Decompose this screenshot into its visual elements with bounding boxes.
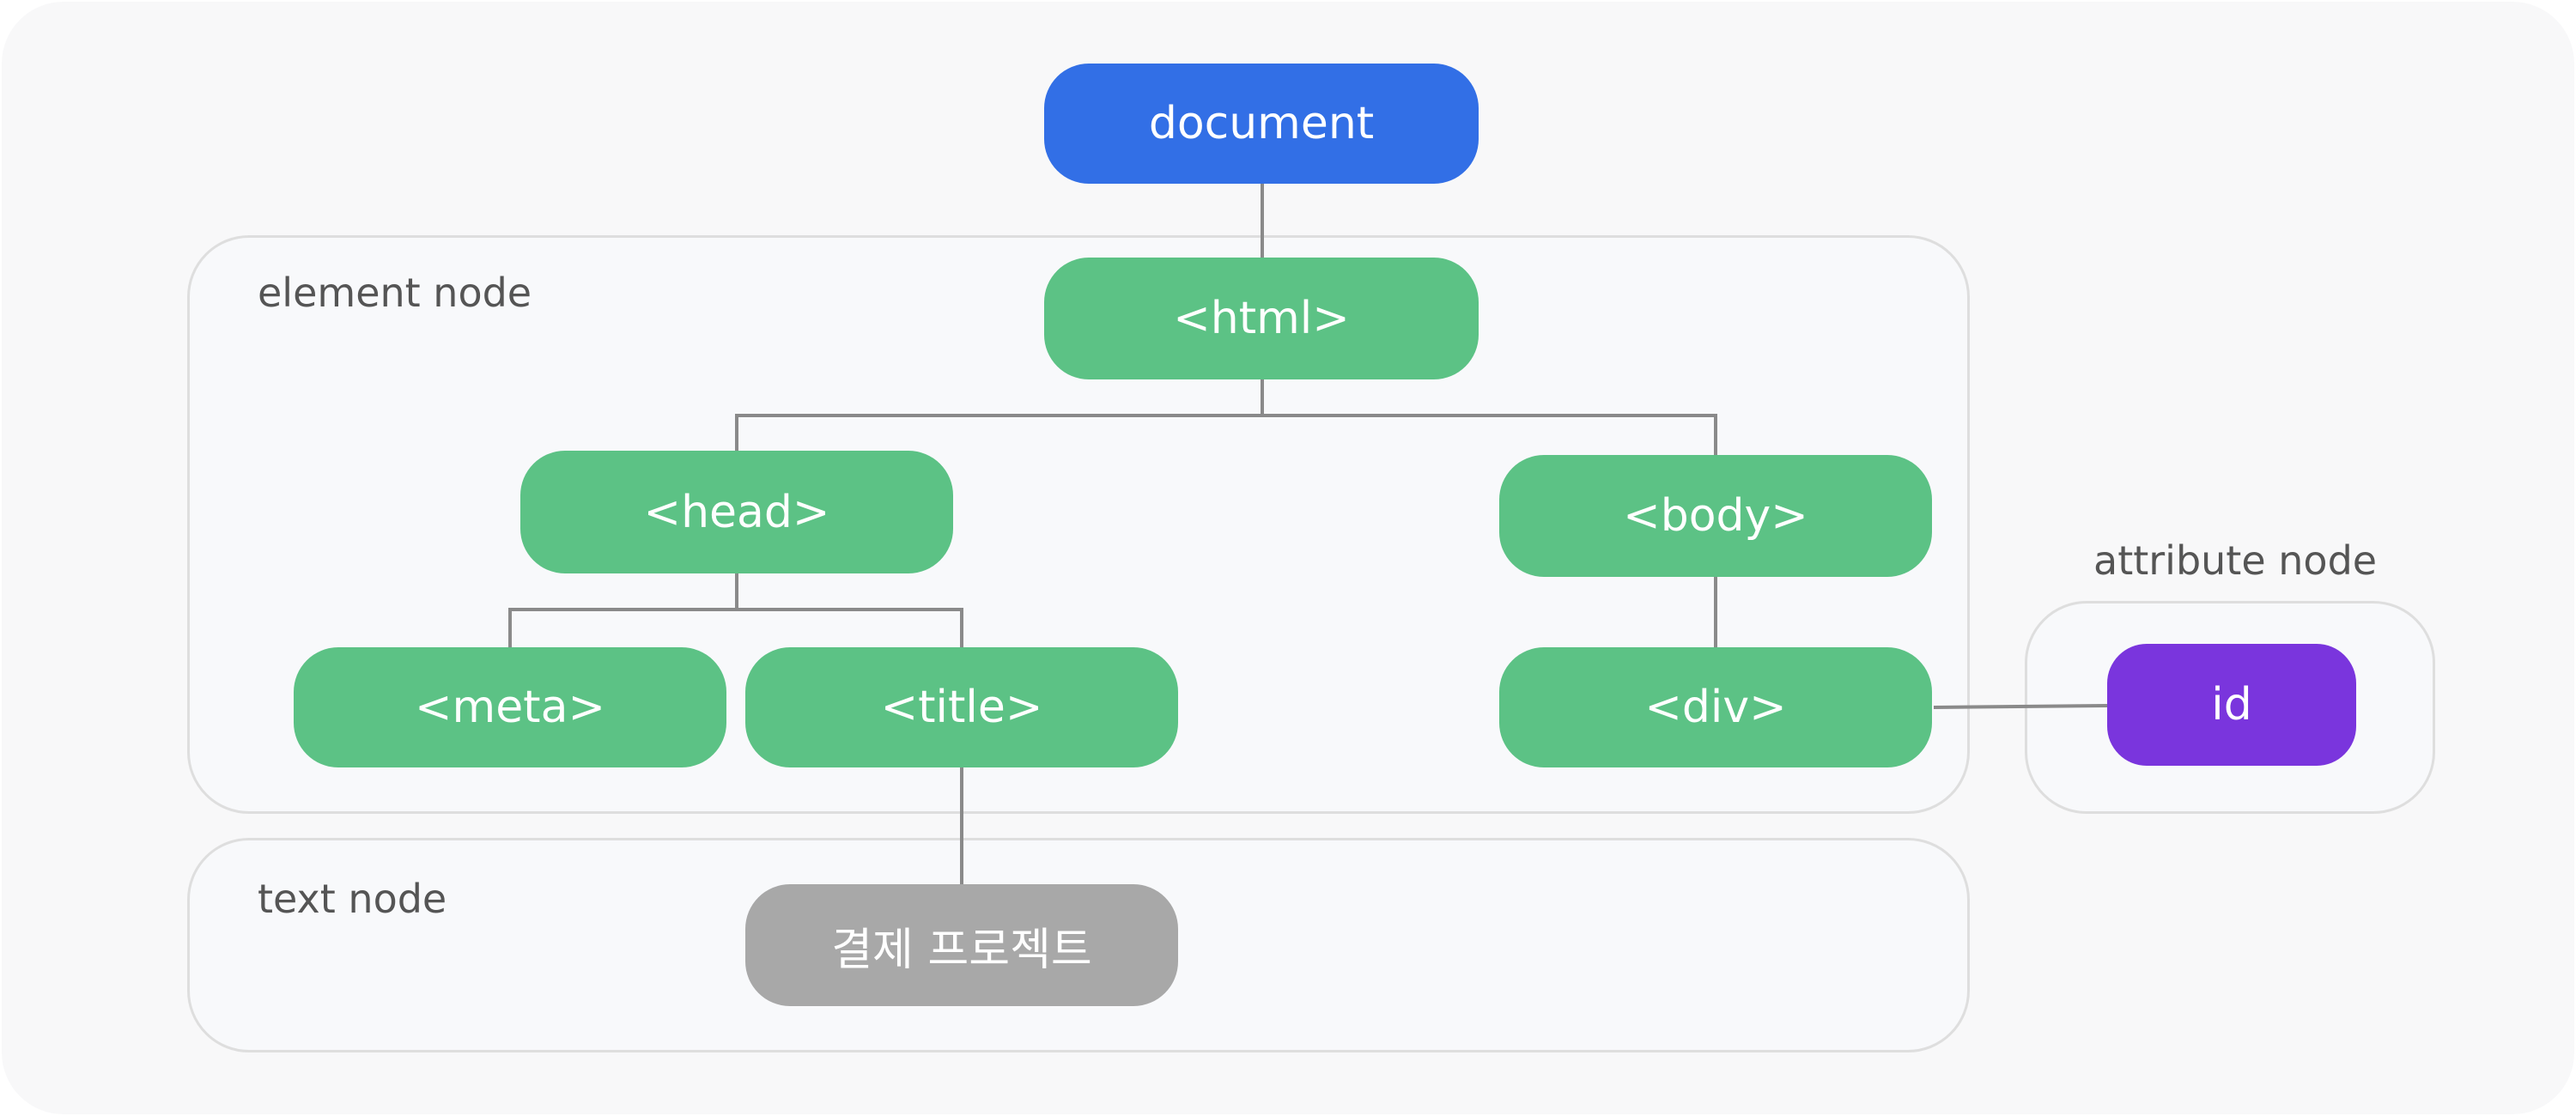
meta-node: <meta> xyxy=(294,647,726,767)
document-node: document xyxy=(1044,64,1479,184)
html-node: <html> xyxy=(1044,258,1479,379)
id-attribute-node: id xyxy=(2107,644,2356,766)
head-node: <head> xyxy=(520,451,953,573)
connector-html-children xyxy=(735,414,1717,455)
connector-head-children xyxy=(508,608,963,647)
element-node-label: element node xyxy=(258,270,532,316)
div-node: <div> xyxy=(1499,647,1932,767)
title-node: <title> xyxy=(745,647,1178,767)
text-content-node: 결제 프로젝트 xyxy=(745,884,1178,1006)
attribute-node-label: attribute node xyxy=(2093,537,2378,584)
text-node-label: text node xyxy=(258,876,447,922)
connector-div-id xyxy=(1933,704,2108,709)
body-node: <body> xyxy=(1499,455,1932,577)
